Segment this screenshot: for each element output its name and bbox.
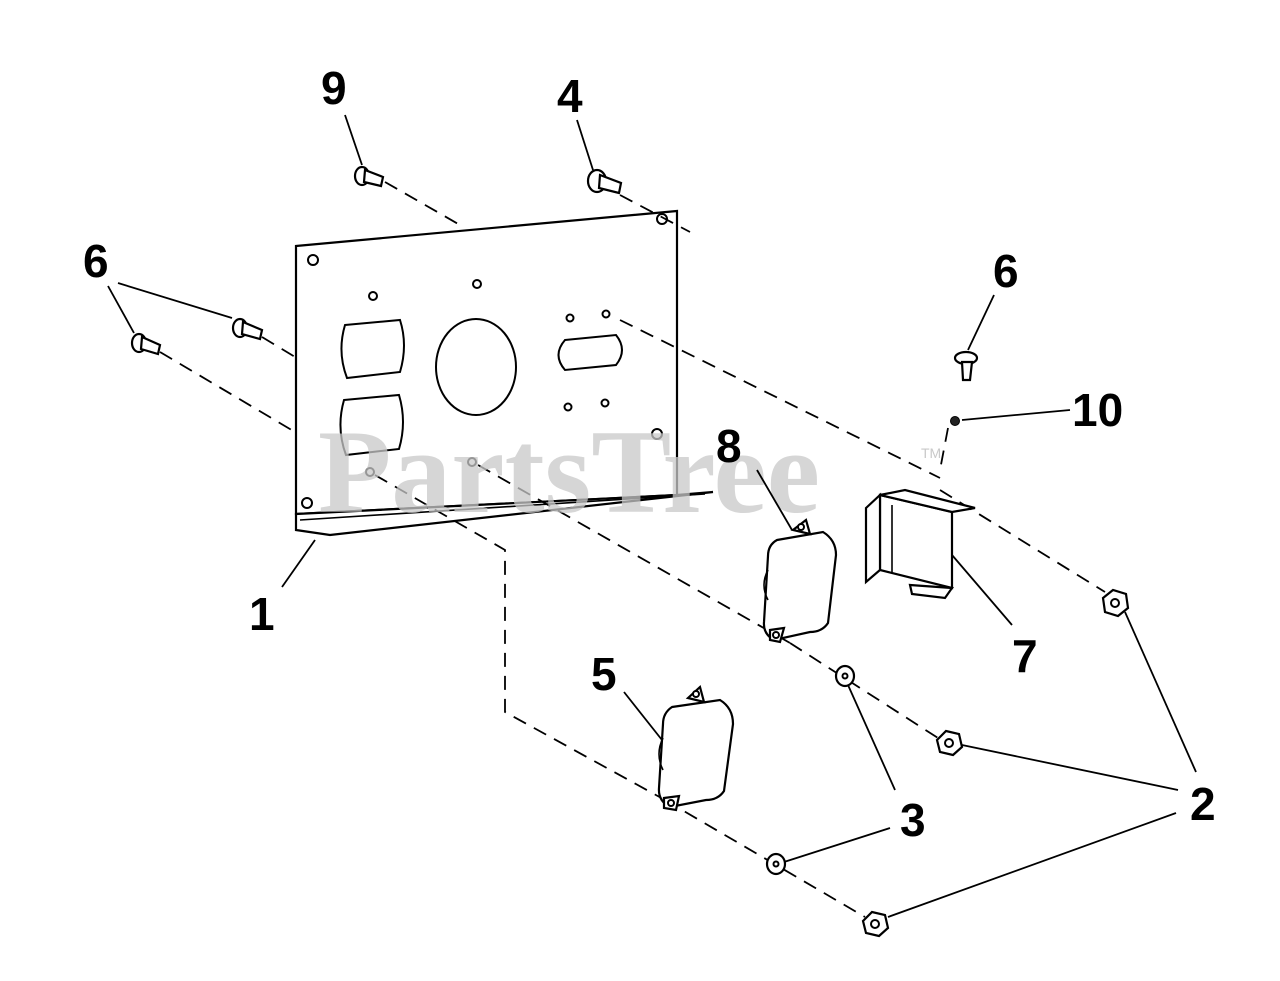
washer-part-3-upper [834,664,856,688]
screw-part-4 [586,168,623,195]
nut-part-2-bottom [861,910,890,938]
callout-2: 2 [1190,778,1216,830]
switch-part-7 [864,488,976,600]
screw-part-9 [353,165,385,188]
nut-part-2-top [1101,588,1130,618]
callout-6-right: 6 [993,245,1019,297]
callout-7: 7 [1012,630,1038,682]
screw-part-6-lower [130,332,162,356]
callout-1: 1 [249,588,275,640]
assembly-dashed-lines [159,181,1106,918]
callout-3-upper: 3 [900,794,926,846]
screw-part-6-right [953,350,979,382]
watermark-text: PartsTree [318,405,820,538]
callout-9: 9 [321,62,347,114]
callout-5: 5 [591,648,617,700]
watermark-trademark: TM [921,445,941,461]
callout-6-left: 6 [83,235,109,287]
lockwasher-part-10 [950,416,960,426]
receptacle-part-5 [657,684,735,812]
receptacle-part-8 [762,518,838,644]
callout-numbers: 9 4 6 6 10 8 1 7 5 3 2 [83,62,1216,846]
washer-part-3-lower [765,852,787,876]
control-panel-plate [294,209,714,537]
callout-leader-lines [107,114,1197,918]
callout-8: 8 [716,420,742,472]
nut-part-2-middle [935,729,964,757]
callout-4: 4 [557,70,583,122]
screw-part-6-upper [231,317,264,341]
callout-10: 10 [1072,384,1123,436]
